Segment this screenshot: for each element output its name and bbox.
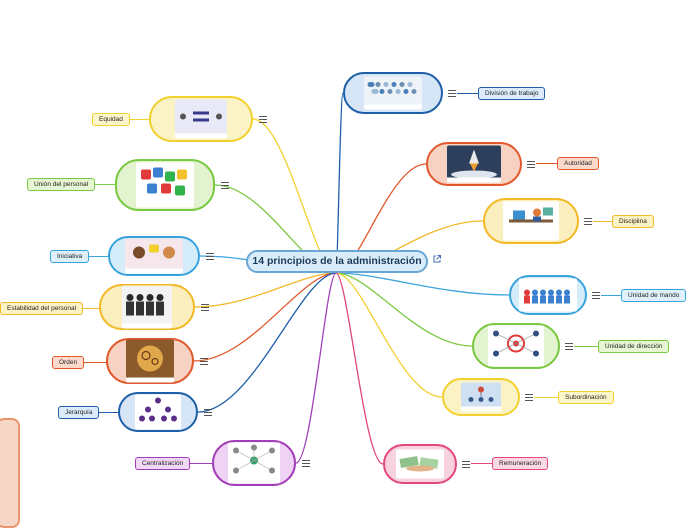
topic-image-puzzle-team	[136, 162, 194, 208]
topic-node-autoridad[interactable]	[426, 142, 522, 186]
connector-unidad_mando	[335, 272, 510, 296]
topic-node-subordinacion[interactable]	[442, 378, 520, 416]
topic-image-org-chart	[461, 382, 501, 412]
subtopic-jerarquia[interactable]: Jerarquía	[58, 406, 100, 419]
topic-image-world-map-people	[364, 76, 422, 110]
topic-node-unidad_direccion[interactable]	[472, 323, 560, 369]
list-icon[interactable]	[259, 116, 267, 123]
connector-unidad_direccion	[335, 272, 473, 347]
list-icon[interactable]	[201, 304, 209, 311]
topic-node-disciplina[interactable]	[483, 198, 579, 244]
topic-node-iniciativa[interactable]	[108, 236, 200, 276]
topic-image-network-people	[228, 442, 280, 484]
list-icon[interactable]	[565, 343, 573, 350]
list-icon[interactable]	[206, 253, 214, 260]
topic-image-office-desk	[503, 201, 559, 241]
subtopic-centralizacion[interactable]: Centralización	[135, 457, 191, 470]
subtopic-union[interactable]: Unión del personal	[27, 178, 96, 191]
central-topic[interactable]: 14 principios de la administración	[246, 250, 428, 273]
topic-image-meeting-silhouettes	[122, 285, 172, 329]
topic-node-jerarquia[interactable]	[118, 392, 198, 432]
connector-remuneracion	[335, 272, 384, 465]
list-icon[interactable]	[592, 292, 600, 299]
topic-image-target-network	[488, 325, 544, 367]
topic-image-idea-people	[125, 238, 183, 274]
topic-image-brain-gears	[126, 339, 174, 383]
connector-jerarquia	[197, 272, 337, 413]
connector-lines	[72, 92, 621, 465]
list-icon[interactable]	[221, 182, 229, 189]
subtopic-estabilidad[interactable]: Estabilidad del personal	[0, 302, 84, 315]
list-icon[interactable]	[448, 90, 456, 97]
subtopic-autoridad[interactable]: Autoridad	[557, 157, 599, 170]
connector-division	[335, 92, 344, 274]
topic-node-union[interactable]	[115, 159, 215, 211]
topic-image-rocket-launch	[447, 145, 501, 183]
list-icon[interactable]	[200, 358, 208, 365]
topic-node-equidad[interactable]	[149, 96, 253, 142]
list-icon[interactable]	[302, 460, 310, 467]
topic-image-equal-sign	[175, 99, 227, 139]
topic-node-unidad_mando[interactable]	[509, 275, 587, 315]
external-link-icon[interactable]	[432, 254, 442, 264]
topic-image-hierarchy-tree	[135, 394, 181, 430]
topic-image-team-leader	[519, 278, 577, 312]
subtopic-subordinacion[interactable]: Subordinación	[558, 391, 614, 404]
connector-estabilidad	[194, 272, 337, 308]
connector-orden	[193, 272, 337, 362]
list-icon[interactable]	[462, 461, 470, 468]
topic-node-division[interactable]	[343, 72, 443, 114]
topic-node-centralizacion[interactable]	[212, 440, 296, 486]
list-icon[interactable]	[527, 161, 535, 168]
offscreen-node-edge[interactable]	[0, 418, 20, 528]
central-topic-label: 14 principios de la administración	[252, 255, 422, 267]
subtopic-unidad_mando[interactable]: Unidad de mando	[621, 289, 687, 302]
subtopic-unidad_direccion[interactable]: Unidad de dirección	[598, 340, 670, 353]
subtopic-iniciativa[interactable]: Iniciativa	[50, 250, 90, 263]
topic-node-remuneracion[interactable]	[383, 444, 457, 484]
subtopic-disciplina[interactable]: Disciplina	[612, 215, 654, 228]
topic-node-estabilidad[interactable]	[99, 284, 195, 330]
subtopic-remuneracion[interactable]: Remuneración	[492, 457, 549, 470]
topic-node-orden[interactable]	[106, 338, 194, 384]
connector-subordinacion	[335, 272, 443, 398]
list-icon[interactable]	[584, 218, 592, 225]
topic-image-money-handshake	[396, 449, 444, 479]
list-icon[interactable]	[204, 409, 212, 416]
subtopic-division[interactable]: División de trabajo	[478, 87, 546, 100]
subtopic-orden[interactable]: Orden	[52, 356, 85, 369]
list-icon[interactable]	[525, 394, 533, 401]
connector-centralizacion	[295, 272, 337, 464]
subtopic-equidad[interactable]: Equidad	[92, 113, 130, 126]
